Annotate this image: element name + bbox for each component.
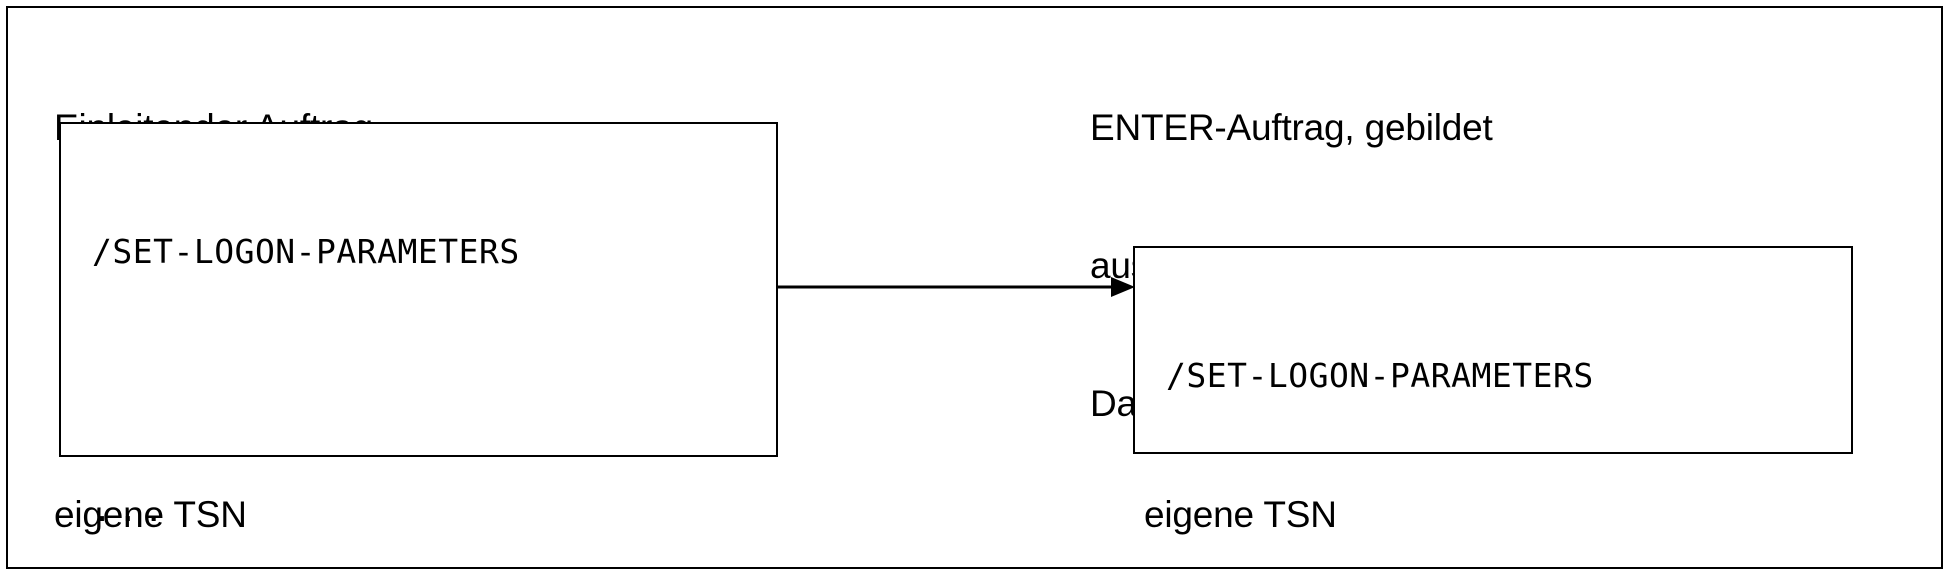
right-code-listing: /SET-LOGON-PARAMETERS ... /LOGOFF: [1166, 268, 1594, 582]
right-section-title-line-1: ENTER-Auftrag, gebildet: [1090, 107, 1493, 148]
left-code-line-1: /SET-LOGON-PARAMETERS: [92, 232, 520, 271]
left-tsn-label: eigene TSN: [54, 494, 247, 535]
left-code-listing: /SET-LOGON-PARAMETERS ... /ENTER XY ... …: [92, 144, 520, 582]
right-code-box: /SET-LOGON-PARAMETERS ... /LOGOFF: [1133, 246, 1853, 454]
left-code-box: /SET-LOGON-PARAMETERS ... /ENTER XY ... …: [59, 122, 778, 529]
outer-frame: [6, 6, 1943, 569]
right-tsn-label: eigene TSN: [1144, 494, 1337, 535]
right-code-line-1: /SET-LOGON-PARAMETERS: [1166, 356, 1594, 395]
flow-arrow-icon: [777, 277, 1135, 297]
left-code-line-3: ...: [92, 490, 170, 529]
